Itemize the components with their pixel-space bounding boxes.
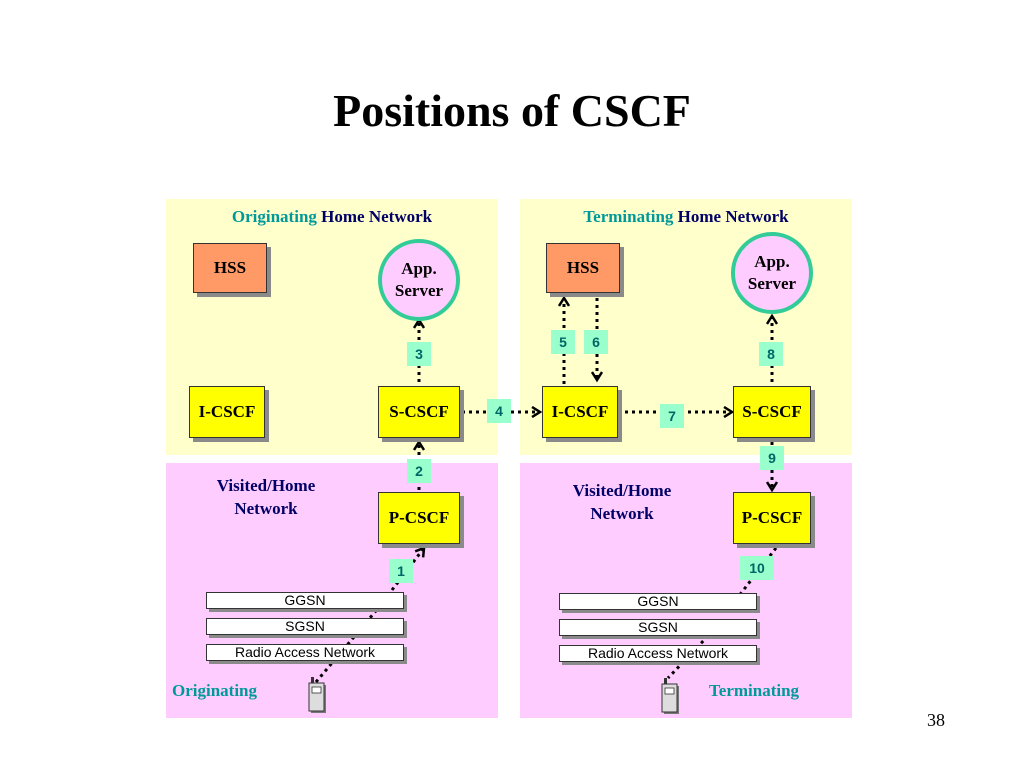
originating-home-title-accent: Originating (231, 207, 317, 226)
ggsn-terminating: GGSN (559, 593, 757, 610)
slide-title: Positions of CSCF (333, 85, 691, 136)
ran-terminating: Radio Access Network (559, 645, 757, 662)
sgsn-originating: SGSN (206, 618, 404, 635)
step-6: 6 (584, 330, 608, 354)
i-cscf-originating: I-CSCF (189, 386, 265, 438)
step-2: 2 (407, 459, 431, 483)
app-server-terminating: App. Server (731, 232, 813, 314)
hss-terminating: HSS (546, 243, 620, 293)
ran-originating: Radio Access Network (206, 644, 404, 661)
p-cscf-terminating: P-CSCF (733, 492, 811, 544)
step-9: 9 (760, 446, 784, 470)
mobile-phone-icon (308, 677, 326, 713)
sgsn-terminating: SGSN (559, 619, 757, 636)
originating-label: Originating (172, 681, 258, 700)
app-server-terminating-line1: App. (754, 252, 790, 271)
originating-visited-line1: Visited/Home (216, 476, 316, 495)
terminating-home-network-title: Terminating Home Network (520, 207, 852, 227)
step-8: 8 (759, 342, 783, 366)
ggsn-originating: GGSN (206, 592, 404, 609)
terminating-visited-line1: Visited/Home (572, 481, 672, 500)
originating-visited-network-label: Visited/Home Network (186, 474, 346, 520)
s-cscf-originating: S-CSCF (378, 386, 460, 438)
step-4: 4 (487, 399, 511, 423)
app-server-originating-line1: App. (401, 259, 437, 278)
app-server-terminating-line2: Server (747, 274, 797, 293)
step-5: 5 (551, 330, 575, 354)
i-cscf-terminating: I-CSCF (542, 386, 618, 438)
s-cscf-terminating: S-CSCF (733, 386, 811, 438)
originating-home-network-title: Originating Home Network (166, 207, 498, 227)
mobile-phone-icon (661, 678, 679, 714)
terminating-visited-network-label: Visited/Home Network (542, 479, 702, 525)
terminating-home-title-rest: Home Network (677, 207, 789, 226)
step-7: 7 (660, 404, 684, 428)
terminating-home-title-accent: Terminating (583, 207, 674, 226)
app-server-originating: App. Server (378, 239, 460, 321)
terminating-label: Terminating (709, 681, 800, 700)
terminating-visited-line2: Network (590, 504, 654, 523)
originating-home-title-rest: Home Network (321, 207, 433, 226)
page-number: 38 (927, 710, 945, 730)
app-server-originating-line2: Server (394, 281, 444, 300)
hss-originating: HSS (193, 243, 267, 293)
originating-visited-line2: Network (234, 499, 298, 518)
step-3: 3 (407, 342, 431, 366)
step-1: 1 (389, 559, 413, 583)
step-10: 10 (740, 556, 774, 580)
p-cscf-originating: P-CSCF (378, 492, 460, 544)
